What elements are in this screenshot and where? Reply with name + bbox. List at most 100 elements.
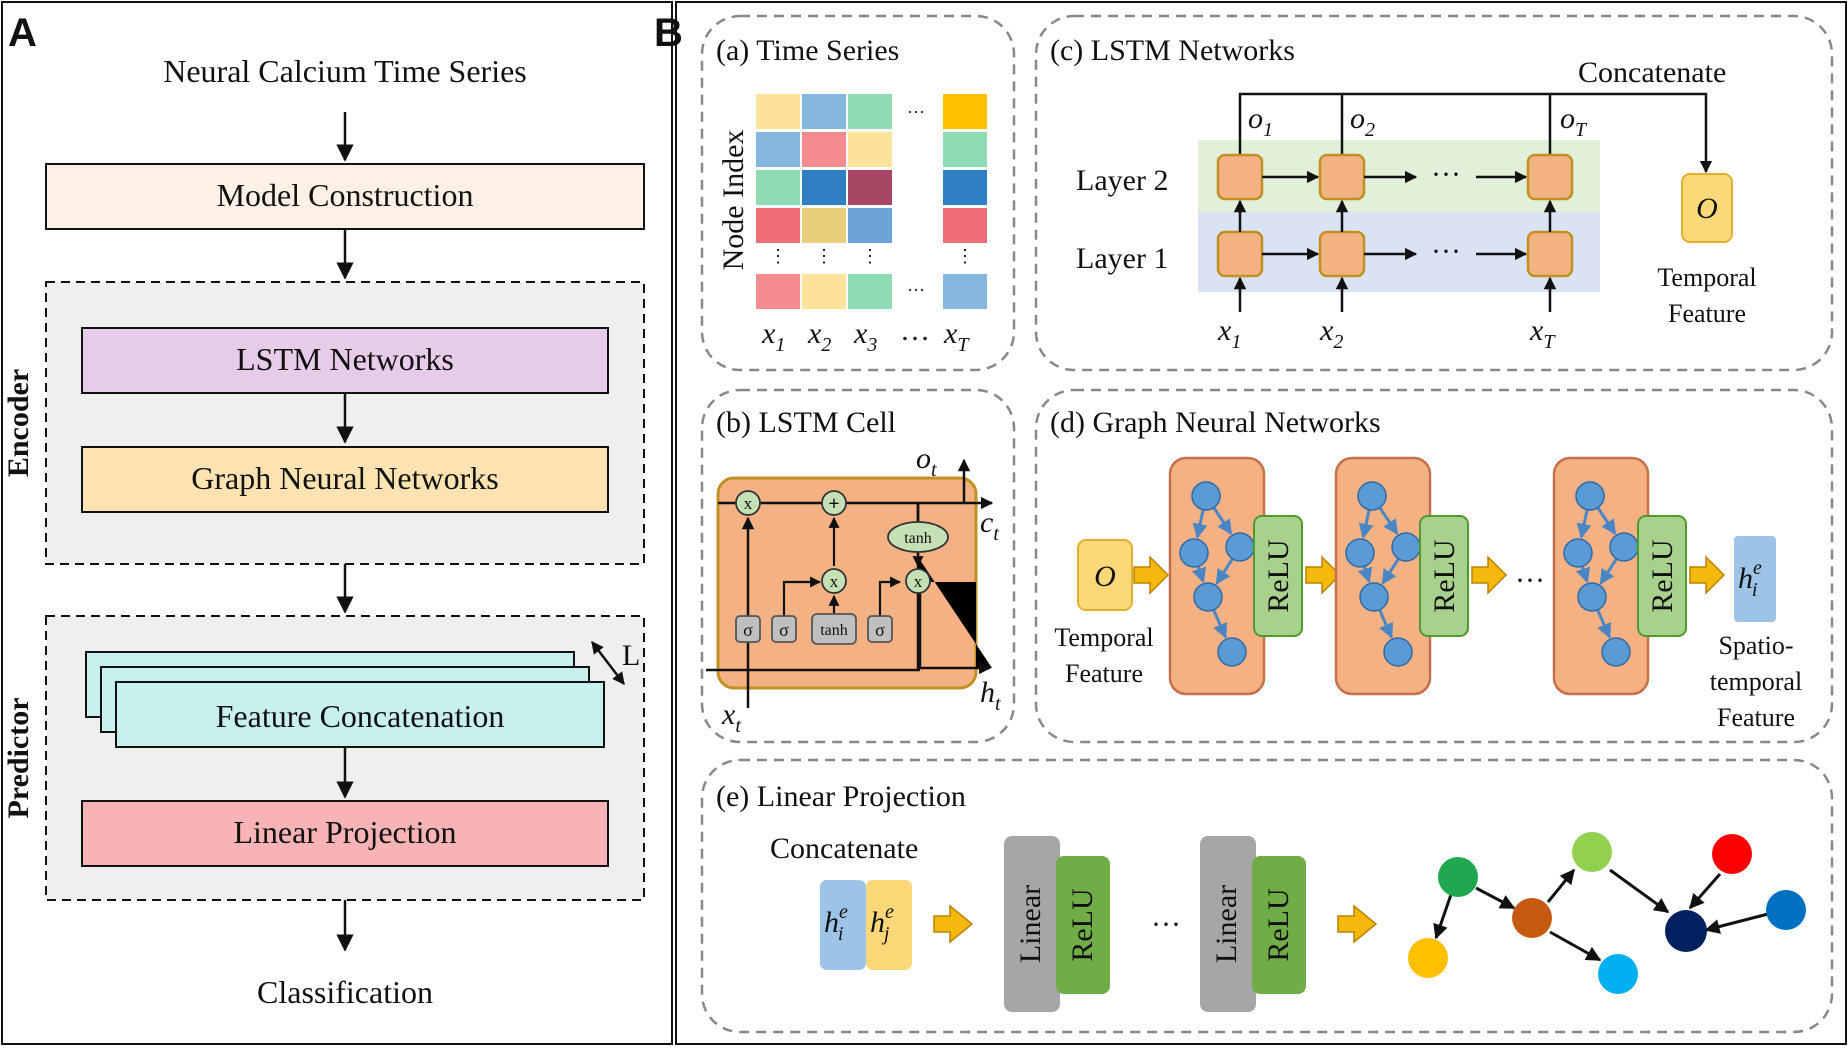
svg-text:Feature: Feature bbox=[1668, 299, 1746, 328]
linear-projection-box bbox=[81, 800, 609, 867]
svg-text:ht: ht bbox=[980, 676, 1001, 715]
lp-concatenate-label: Concatenate bbox=[770, 832, 918, 865]
svg-text:hej: hej bbox=[870, 901, 894, 945]
graph-node bbox=[1357, 481, 1387, 511]
svg-text:Temporal: Temporal bbox=[1657, 263, 1756, 292]
relu-block bbox=[1419, 515, 1469, 637]
svg-text:Linear: Linear bbox=[1014, 885, 1047, 963]
svg-text:x1: x1 bbox=[761, 317, 785, 356]
ts-cell bbox=[802, 274, 846, 309]
svg-text:ot: ot bbox=[916, 442, 937, 481]
panel-b: B (a) Time Series Node Index ··· ··· ⋮ ⋮… bbox=[654, 1, 1847, 1045]
flow-arrow bbox=[1305, 555, 1342, 595]
svg-text:tanh: tanh bbox=[820, 622, 848, 639]
time-series-panel: (a) Time Series Node Index ··· ··· ⋮ ⋮ ⋮… bbox=[700, 14, 1016, 372]
ts-cell bbox=[943, 94, 987, 129]
graph-node bbox=[1601, 637, 1631, 667]
svg-text:O: O bbox=[1094, 560, 1116, 593]
ts-cell bbox=[802, 208, 846, 243]
graph-node bbox=[1179, 538, 1209, 568]
svg-text:⋮: ⋮ bbox=[769, 246, 787, 266]
svg-text:···: ··· bbox=[907, 102, 925, 122]
panel-b-letter: B bbox=[654, 11, 683, 55]
flow-arrow bbox=[1689, 555, 1726, 595]
svg-text:Feature: Feature bbox=[1065, 659, 1143, 688]
h-j-box bbox=[866, 880, 912, 970]
svg-text:ct: ct bbox=[980, 506, 999, 545]
svg-text:ReLU: ReLU bbox=[1066, 888, 1099, 962]
relu-block bbox=[1253, 515, 1303, 637]
encoder-label: Encoder bbox=[2, 369, 35, 477]
svg-text:x1: x1 bbox=[1217, 314, 1241, 353]
ts-x-labels: x1 x2 x3 … xT bbox=[761, 314, 970, 356]
svg-text:···: ··· bbox=[907, 280, 925, 300]
h-i-box bbox=[820, 880, 866, 970]
feature-concat-label: Feature Concatenation bbox=[216, 698, 505, 734]
time-series-grid bbox=[756, 94, 987, 309]
concatenate-label: Concatenate bbox=[1578, 56, 1726, 89]
linear-layer-2 bbox=[1200, 836, 1256, 1012]
svg-text:hei: hei bbox=[1738, 557, 1762, 601]
repeat-label: L bbox=[622, 639, 640, 672]
svg-text:o1: o1 bbox=[1248, 102, 1273, 141]
lstm-networks-title: (c) LSTM Networks bbox=[1050, 34, 1295, 67]
svg-text:···: ··· bbox=[1515, 564, 1545, 597]
svg-text:···: ··· bbox=[1431, 158, 1461, 191]
svg-text:···: ··· bbox=[1431, 235, 1461, 268]
svg-text:xt: xt bbox=[721, 698, 741, 737]
graph-node bbox=[1359, 582, 1389, 612]
ts-cell bbox=[943, 132, 987, 167]
lstm-networks-box bbox=[81, 327, 609, 394]
ts-cell bbox=[848, 208, 892, 243]
svg-text:σ: σ bbox=[779, 620, 789, 640]
ts-cell bbox=[848, 132, 892, 167]
graph-node bbox=[1563, 538, 1593, 568]
svg-text:⋮: ⋮ bbox=[815, 246, 833, 266]
ts-cell bbox=[802, 132, 846, 167]
svg-text:+: + bbox=[828, 493, 839, 515]
svg-text:x: x bbox=[744, 494, 753, 513]
svg-text:σ: σ bbox=[875, 620, 885, 640]
graph-node bbox=[1217, 637, 1247, 667]
graph-node bbox=[1383, 637, 1413, 667]
ts-cell bbox=[802, 170, 846, 205]
model-construction-box bbox=[45, 163, 645, 230]
svg-text:x: x bbox=[830, 572, 839, 591]
lstm-cell-title: (b) LSTM Cell bbox=[716, 406, 896, 439]
layer1-label: Layer 1 bbox=[1076, 242, 1168, 275]
svg-text:xT: xT bbox=[1529, 314, 1556, 353]
ts-cell bbox=[756, 132, 800, 167]
panel-a: A Neural Calcium Time Series Model Const… bbox=[1, 1, 673, 1045]
svg-text:x2: x2 bbox=[807, 317, 831, 356]
model-construction-label: Model Construction bbox=[217, 177, 474, 213]
svg-text:Spatio-: Spatio- bbox=[1718, 631, 1793, 660]
svg-text:x3: x3 bbox=[853, 317, 877, 356]
gnn-input-box bbox=[1077, 539, 1133, 611]
gnn-box bbox=[81, 446, 609, 513]
relu-layer-2 bbox=[1252, 856, 1306, 994]
ts-cell bbox=[848, 94, 892, 129]
relu-label: ReLU bbox=[1262, 539, 1295, 613]
svg-text:Linear: Linear bbox=[1210, 885, 1243, 963]
svg-text:Temporal: Temporal bbox=[1054, 623, 1153, 652]
linear-projection-label: Linear Projection bbox=[233, 814, 456, 850]
predictor-label: Predictor bbox=[2, 697, 35, 818]
feature-concat-box bbox=[115, 681, 605, 748]
svg-text:⋮: ⋮ bbox=[861, 246, 879, 266]
ts-cell bbox=[848, 170, 892, 205]
svg-text:oT: oT bbox=[1560, 102, 1588, 141]
flow-arrow bbox=[1133, 555, 1170, 595]
temporal-feature-box bbox=[1681, 173, 1733, 243]
ts-cell bbox=[756, 274, 800, 309]
panel-a-letter: A bbox=[8, 11, 37, 55]
lstm-networks-label: LSTM Networks bbox=[236, 341, 454, 377]
linear-layer-1 bbox=[1004, 836, 1060, 1012]
lstm-networks-panel: (c) LSTM Networks Concatenate Layer 2 La… bbox=[1034, 14, 1834, 372]
gnn-label: Graph Neural Networks bbox=[191, 460, 498, 496]
svg-text:temporal: temporal bbox=[1710, 667, 1802, 696]
graph-node bbox=[1609, 532, 1639, 562]
ts-cell bbox=[943, 208, 987, 243]
graph-node bbox=[1345, 538, 1375, 568]
relu-label: ReLU bbox=[1428, 539, 1461, 613]
svg-text:σ: σ bbox=[743, 620, 753, 640]
